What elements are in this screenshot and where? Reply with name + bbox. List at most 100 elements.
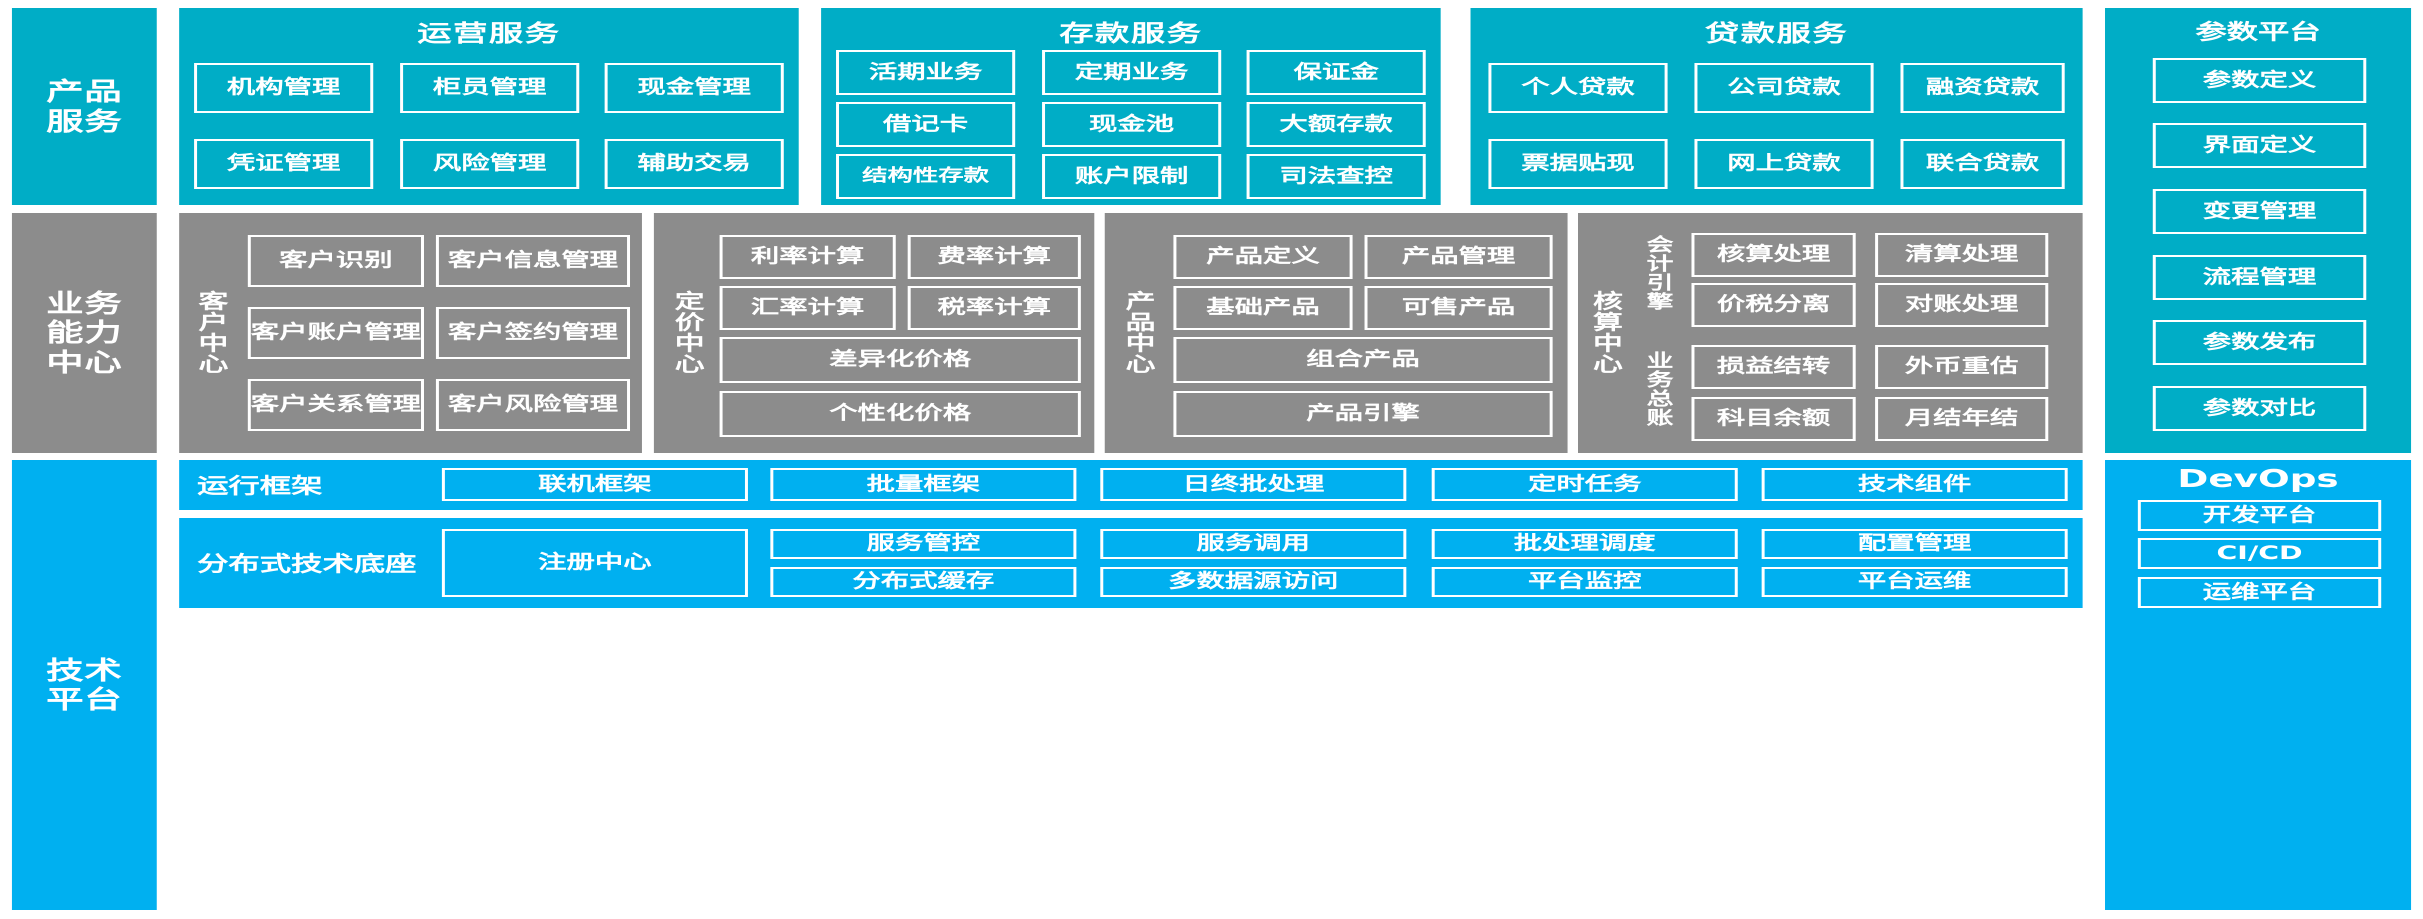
tile-accounting-1[interactable]: 核算处理 [1691, 233, 1856, 277]
tile-pricing-4[interactable]: 税率计算 [907, 286, 1081, 330]
tile-product-wide-2[interactable]: 产品引擎 [1173, 391, 1553, 437]
sidebar-parameter-platform: 参数平台 参数定义 界面定义 变更管理 流程管理 参数发布 参数对比 [2105, 8, 2412, 453]
group-pricing-center: 定 价 中 心 利率计算 费率计算 汇率计算 税率计算 差异化价格 个性化价格 [653, 213, 1095, 453]
vlabel-char: 中 [198, 331, 229, 355]
tile-runtime-5[interactable]: 技术组件 [1761, 468, 2068, 501]
group-title-deposit-service: 存款服务 [1059, 21, 1203, 47]
tile-customer-6[interactable]: 客户风险管理 [435, 379, 631, 431]
tile-registry-center[interactable]: 注册中心 [441, 529, 748, 597]
vlabel-char: 户 [198, 310, 229, 334]
tile-accounting-8[interactable]: 月结年结 [1875, 397, 2049, 441]
tile-foundation-top-2[interactable]: 服务调用 [1100, 529, 1407, 559]
tile-deposit-1[interactable]: 活期业务 [836, 50, 1016, 95]
tile-deposit-7[interactable]: 结构性存款 [836, 154, 1016, 199]
tile-param-1[interactable]: 参数定义 [2152, 58, 2367, 103]
tile-accounting-5[interactable]: 损益结转 [1691, 345, 1856, 389]
row-label-line: 能力 [46, 318, 123, 348]
tile-runtime-4[interactable]: 定时任务 [1431, 468, 1738, 501]
tile-deposit-8[interactable]: 账户限制 [1042, 154, 1222, 199]
row-label-line: 产品 [46, 77, 123, 106]
tile-customer-3[interactable]: 客户账户管理 [247, 307, 424, 359]
tile-param-6[interactable]: 参数对比 [2152, 386, 2367, 431]
tile-loan-6[interactable]: 联合贷款 [1900, 139, 2065, 189]
tile-customer-4[interactable]: 客户签约管理 [435, 307, 631, 359]
tile-accounting-2[interactable]: 清算处理 [1875, 233, 2049, 277]
tile-param-4[interactable]: 流程管理 [2152, 255, 2367, 300]
tile-param-3[interactable]: 变更管理 [2152, 189, 2367, 234]
group-title-loan-service: 贷款服务 [1704, 21, 1849, 47]
tile-param-5[interactable]: 参数发布 [2152, 320, 2367, 365]
vlabel-char: 业 [1646, 351, 1674, 373]
tile-operation-1[interactable]: 机构管理 [194, 63, 374, 113]
vlabel-product-center: 产 品 中 心 [1117, 213, 1165, 453]
tile-deposit-2[interactable]: 定期业务 [1042, 50, 1222, 95]
tile-product-1[interactable]: 产品定义 [1173, 235, 1353, 279]
group-runtime-framework: 运行框架 联机框架 批量框架 日终批处理 定时任务 技术组件 [179, 460, 2083, 510]
tile-foundation-bottom-1[interactable]: 分布式缓存 [770, 567, 1077, 597]
vlabel-char: 心 [674, 352, 705, 376]
row-label-line: 业务 [46, 288, 123, 318]
tile-product-wide-1[interactable]: 组合产品 [1173, 337, 1553, 383]
tile-runtime-3[interactable]: 日终批处理 [1100, 468, 1407, 501]
tile-loan-4[interactable]: 票据贴现 [1488, 139, 1668, 189]
tile-deposit-3[interactable]: 保证金 [1246, 50, 1426, 95]
row-label-line: 中心 [46, 347, 123, 377]
tile-loan-1[interactable]: 个人贷款 [1488, 63, 1668, 113]
tile-devops-3[interactable]: 运维平台 [2137, 577, 2382, 608]
tile-deposit-6[interactable]: 大额存款 [1246, 102, 1426, 147]
tile-operation-5[interactable]: 风险管理 [400, 139, 580, 189]
vlabel-char: 品 [1125, 310, 1156, 334]
group-operation-service: 运营服务 机构管理 柜员管理 现金管理 凭证管理 风险管理 辅助交易 [179, 8, 799, 205]
tile-accounting-6[interactable]: 外币重估 [1875, 345, 2049, 389]
row-label-product-service: 产品 服务 [11, 8, 157, 205]
tile-operation-6[interactable]: 辅助交易 [604, 139, 784, 189]
tile-product-2[interactable]: 产品管理 [1364, 235, 1553, 279]
tile-pricing-wide-2[interactable]: 个性化价格 [719, 391, 1081, 437]
tile-foundation-bottom-3[interactable]: 平台监控 [1431, 567, 1738, 597]
tile-customer-1[interactable]: 客户识别 [247, 235, 424, 287]
sidebar-devops: DevOps 开发平台 CI/CD 运维平台 [2105, 460, 2412, 910]
tile-devops-1[interactable]: 开发平台 [2137, 500, 2382, 531]
tile-foundation-bottom-4[interactable]: 平台运维 [1761, 567, 2068, 597]
tile-deposit-5[interactable]: 现金池 [1042, 102, 1222, 147]
tile-pricing-3[interactable]: 汇率计算 [719, 286, 896, 330]
vlabel-char: 务 [1646, 370, 1674, 392]
tile-runtime-2[interactable]: 批量框架 [770, 468, 1077, 501]
vlabel-char: 总 [1646, 389, 1674, 410]
tile-foundation-top-4[interactable]: 配置管理 [1761, 529, 2068, 559]
tile-loan-2[interactable]: 公司贷款 [1694, 63, 1874, 113]
tile-accounting-7[interactable]: 科目余额 [1691, 397, 1856, 441]
vlabel-char: 会 [1646, 235, 1674, 257]
tile-operation-4[interactable]: 凭证管理 [194, 139, 374, 189]
tile-devops-2[interactable]: CI/CD [2137, 538, 2382, 569]
tile-pricing-2[interactable]: 费率计算 [907, 235, 1081, 279]
tile-foundation-bottom-2[interactable]: 多数据源访问 [1100, 567, 1407, 597]
tile-customer-2[interactable]: 客户信息管理 [435, 235, 631, 287]
vlabel-char: 心 [1125, 352, 1156, 376]
tile-runtime-1[interactable]: 联机框架 [441, 468, 748, 501]
vlabel-char: 中 [1125, 331, 1156, 355]
vlabel-char: 心 [1592, 352, 1623, 376]
tile-accounting-4[interactable]: 对账处理 [1875, 283, 2049, 327]
vlabel-char: 算 [1592, 310, 1623, 334]
tile-deposit-9[interactable]: 司法查控 [1246, 154, 1426, 199]
tile-param-2[interactable]: 界面定义 [2152, 123, 2367, 168]
tile-operation-2[interactable]: 柜员管理 [400, 63, 580, 113]
tile-foundation-top-1[interactable]: 服务管控 [770, 529, 1077, 559]
tile-customer-5[interactable]: 客户关系管理 [247, 379, 424, 431]
tile-pricing-1[interactable]: 利率计算 [719, 235, 896, 279]
tile-product-4[interactable]: 可售产品 [1364, 286, 1553, 330]
tile-product-3[interactable]: 基础产品 [1173, 286, 1353, 330]
group-deposit-service: 存款服务 活期业务 定期业务 保证金 借记卡 现金池 大额存款 结构性存款 账户… [821, 8, 1441, 205]
tile-foundation-top-3[interactable]: 批处理调度 [1431, 529, 1738, 559]
tile-loan-3[interactable]: 融资贷款 [1900, 63, 2065, 113]
tile-deposit-4[interactable]: 借记卡 [836, 102, 1016, 147]
tile-loan-5[interactable]: 网上贷款 [1694, 139, 1874, 189]
group-title-runtime-framework: 运行框架 [197, 474, 323, 498]
group-product-center: 产 品 中 心 产品定义 产品管理 基础产品 可售产品 组合产品 产品引擎 [1104, 213, 1568, 453]
tile-pricing-wide-1[interactable]: 差异化价格 [719, 337, 1081, 383]
tile-accounting-3[interactable]: 价税分离 [1691, 283, 1856, 327]
group-accounting-center: 核 算 中 心 会 计 引 擎 业 务 总 账 核算处理 清算处理 价税分离 对… [1578, 213, 2083, 453]
group-title-distributed-foundation: 分布式技术底座 [197, 552, 417, 576]
tile-operation-3[interactable]: 现金管理 [604, 63, 784, 113]
